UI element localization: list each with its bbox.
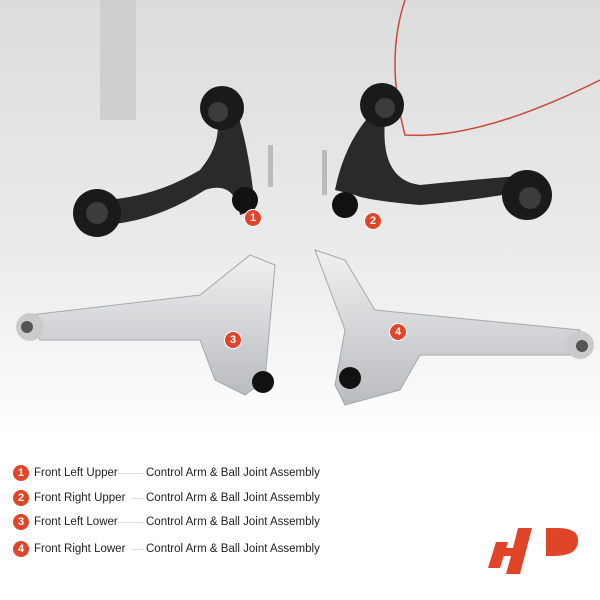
shock-absorber: [100, 0, 136, 120]
connector-line: [117, 522, 143, 523]
legend-position: Front Left Lower: [34, 516, 118, 528]
brand-logo: [488, 528, 579, 574]
connector-line: [131, 549, 143, 550]
legend-row: 3 Front Left Lower Control Arm & Ball Jo…: [13, 513, 320, 531]
callout-badge-3: 3: [224, 331, 242, 349]
callout-badge-1: 1: [244, 209, 262, 227]
front-left-upper-arm: [73, 86, 273, 237]
front-right-upper-arm: [322, 83, 552, 220]
front-right-lower-arm: [314, 249, 594, 406]
legend-position: Front Right Lower: [34, 543, 126, 555]
connector-line: [131, 498, 143, 499]
callout-badge-2: 2: [364, 212, 382, 230]
legend-position: Front Left Upper: [34, 467, 118, 479]
callout-badge-4: 4: [389, 323, 407, 341]
front-left-lower-arm: [16, 254, 276, 396]
legend-badge: 2: [13, 490, 29, 506]
legend-position: Front Right Upper: [34, 492, 126, 504]
legend-row: 1 Front Left Upper Control Arm & Ball Jo…: [13, 464, 320, 482]
product-photo: [0, 0, 600, 440]
legend-row: 2 Front Right Upper Control Arm & Ball J…: [13, 489, 320, 507]
legend-description: Control Arm & Ball Joint Assembly: [146, 467, 320, 479]
legend-row: 4 Front Right Lower Control Arm & Ball J…: [13, 540, 320, 558]
legend-description: Control Arm & Ball Joint Assembly: [146, 543, 320, 555]
red-accent-line: [394, 0, 600, 137]
legend-badge: 1: [13, 465, 29, 481]
legend-badge: 4: [13, 541, 29, 557]
legend-badge: 3: [13, 514, 29, 530]
connector-line: [117, 473, 143, 474]
legend-description: Control Arm & Ball Joint Assembly: [146, 516, 320, 528]
legend-description: Control Arm & Ball Joint Assembly: [146, 492, 320, 504]
